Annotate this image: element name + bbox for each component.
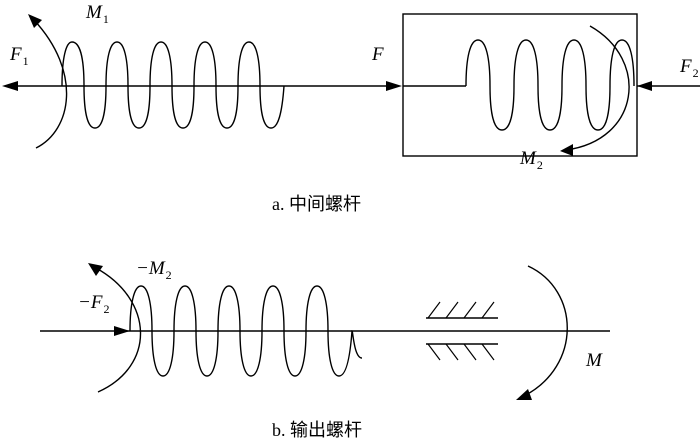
force-F2-arrowhead [637,81,652,91]
bearing-hatch [481,343,495,361]
bearing-hatch [481,301,495,319]
thread-wave-a-right [465,39,635,131]
moment-M-arc [523,265,568,397]
moment-M2-arrowhead [560,144,573,156]
label-negF2: −F2 [78,292,109,316]
force-F1-arrowhead [2,81,18,91]
part-a-intermediate-screw: F1 M1 F F2 M2 a. 中间螺杆 [2,2,700,214]
moment-M1-arc [33,19,68,149]
label-negM2: −M2 [136,258,172,282]
thread-wave-a-left [61,41,285,129]
label-M: M [585,350,603,371]
bearing-hatch [463,301,477,319]
moment-M2-arc [565,25,630,151]
moment-M-arrowhead [516,389,532,400]
part-b-output-screw: −M2 −F2 M b. 输出螺杆 [40,258,610,440]
label-negM2-sub: 2 [166,268,172,282]
bearing-hatch [463,343,477,361]
caption-a: a. 中间螺杆 [272,194,361,214]
force-F-arrowhead [386,81,402,91]
bearing-hatch [427,301,441,319]
label-M1-sub: 1 [103,12,109,26]
thread-wave-b [129,285,363,377]
label-M1: M1 [85,2,109,26]
label-F2: F2 [679,56,699,80]
caption-b: b. 输出螺杆 [272,420,362,440]
label-F: F [371,44,384,65]
bearing-hatch [445,343,459,361]
label-M2: M2 [519,148,543,172]
label-negF2-sub: 2 [103,302,109,316]
housing-box [402,13,638,157]
label-F2-sub: 2 [693,66,699,80]
moment-negM2-arrowhead [88,263,103,276]
label-F1-sub: 1 [23,54,29,68]
label-M2-sub: 2 [537,158,543,172]
bearing-hatch [445,301,459,319]
moment-M1-arrowhead [28,14,42,28]
force-negF2-arrowhead [114,326,130,336]
label-F1: F1 [9,44,29,68]
bearing-hatch [427,343,441,361]
moment-negM2-arc [95,267,142,393]
